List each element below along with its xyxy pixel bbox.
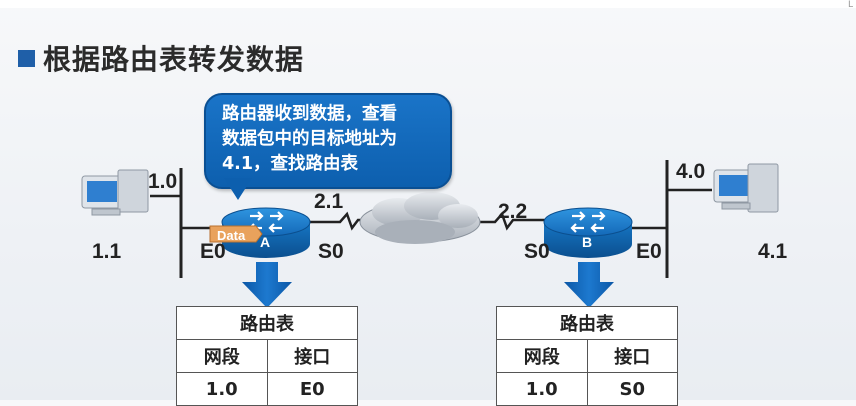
right-network-label: 4.0 <box>676 160 706 183</box>
router-b-serial-address: 2.2 <box>498 200 528 223</box>
data-packet-icon <box>209 225 263 243</box>
callout-line-1: 路由器收到数据，查看 <box>222 104 397 124</box>
routing-table-b: 路由表 网段 接口 1.0 S0 <box>496 306 678 406</box>
callout-line-3: 4.1，查找路由表 <box>222 154 359 174</box>
routing-table-b-header-interface: 接口 <box>586 339 678 373</box>
callout-line-2: 数据包中的目标地址为 <box>222 129 397 149</box>
routing-table-b-title: 路由表 <box>496 306 678 340</box>
slide-title-wrap: 根据路由表转发数据 <box>18 38 304 78</box>
routing-table-b-cell: 1.0 <box>496 372 588 406</box>
router-a-e0-label: E0 <box>200 240 226 263</box>
router-b-s0-label: S0 <box>524 240 550 263</box>
serial-link-b <box>470 211 548 231</box>
down-arrow-b <box>564 262 614 308</box>
router-b-name: B <box>582 234 593 250</box>
wan-cloud-icon <box>359 192 481 244</box>
table-row: 1.0 S0 <box>496 372 678 406</box>
router-b-e0-label: E0 <box>636 240 662 263</box>
right-host-label: 4.1 <box>758 240 788 263</box>
down-arrow-a <box>242 262 292 308</box>
corner-mark: L <box>847 0 853 10</box>
router-a-serial-address: 2.1 <box>314 190 344 213</box>
routing-table-a-header-interface: 接口 <box>266 339 358 373</box>
callout-text: 路由器收到数据，查看 数据包中的目标地址为 4.1，查找路由表 <box>222 102 442 177</box>
routing-table-a-cell: E0 <box>266 372 358 406</box>
left-host-label: 1.1 <box>92 240 122 263</box>
top-bar <box>0 0 856 8</box>
left-network-label: 1.0 <box>148 170 178 193</box>
routing-table-b-header-segment: 网段 <box>496 339 588 373</box>
slide-title: 根据路由表转发数据 <box>43 43 305 76</box>
router-a-s0-label: S0 <box>318 240 344 263</box>
routing-table-a-header-segment: 网段 <box>176 339 268 373</box>
packet-label: Data <box>217 228 246 243</box>
router-b-icon <box>543 207 633 258</box>
routing-table-a-cell: 1.0 <box>176 372 268 406</box>
left-pc-icon <box>81 169 149 216</box>
routing-table-b-cell: S0 <box>586 372 678 406</box>
callout-bubble: 路由器收到数据，查看 数据包中的目标地址为 4.1，查找路由表 <box>204 93 452 189</box>
table-row: 1.0 E0 <box>176 372 358 406</box>
routing-table-a-title: 路由表 <box>176 306 358 340</box>
callout-tail <box>224 178 252 200</box>
routing-table-a: 路由表 网段 接口 1.0 E0 <box>176 306 358 406</box>
router-a-name: A <box>260 234 271 250</box>
right-pc-icon <box>713 163 779 213</box>
title-bullet-square <box>18 49 35 67</box>
